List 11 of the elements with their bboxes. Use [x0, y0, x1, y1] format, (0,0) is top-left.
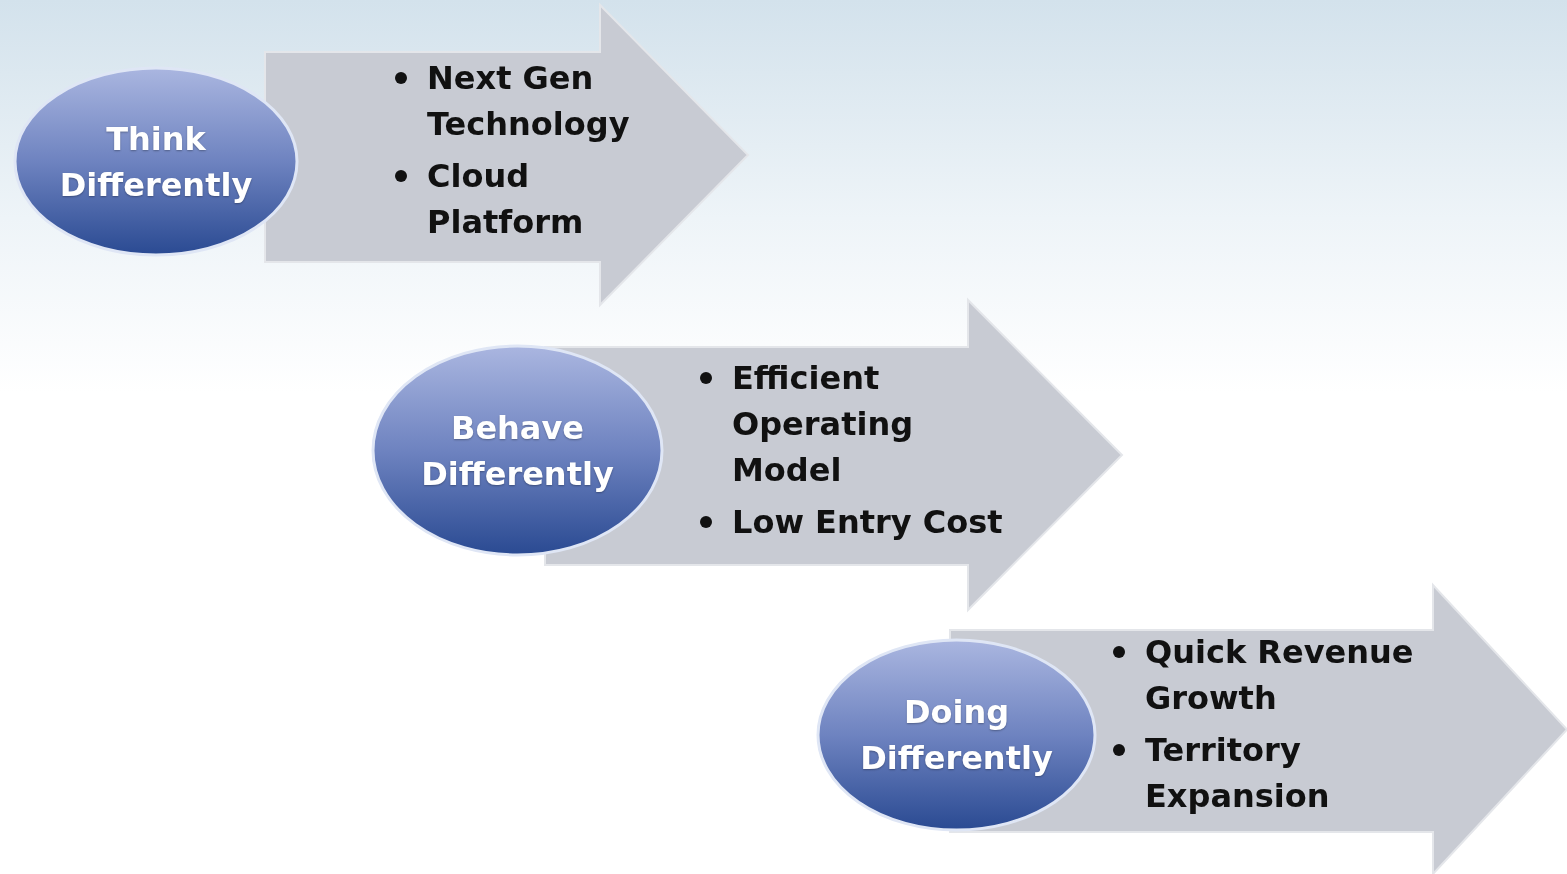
- oval-badge: [12, 65, 300, 258]
- bullet-text: Quick Revenue Growth: [1145, 632, 1415, 719]
- bullet-text: Cloud Platform: [427, 156, 585, 243]
- bullet-text: Efficient Operating Model: [732, 358, 915, 491]
- bullet-text: Next Gen Technology: [427, 58, 631, 145]
- bullet-text: Low Entry Cost: [732, 502, 1003, 543]
- pointed-panel: [265, 5, 748, 305]
- stage-title: Doing Differently: [859, 692, 1054, 779]
- stage-title: Behave Differently: [420, 407, 615, 495]
- bullet-text: Territory Expansion: [1145, 730, 1331, 817]
- stage-title: Think Differently: [58, 118, 254, 206]
